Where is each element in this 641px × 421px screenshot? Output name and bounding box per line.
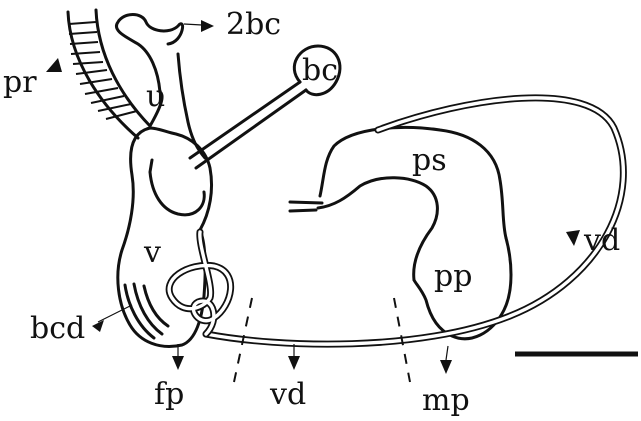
- label-v: v: [143, 235, 161, 270]
- prostate-ridge: [68, 10, 150, 138]
- label-mp: mp: [422, 383, 470, 418]
- penis-base-left: [290, 202, 322, 211]
- label-fp: fp: [154, 377, 184, 412]
- arrow-fp: [172, 344, 184, 370]
- label-bc: bc: [302, 53, 338, 88]
- label-vd-right: vd: [583, 223, 620, 258]
- arrow-vd-bottom: [288, 344, 300, 370]
- label-pr: pr: [3, 65, 37, 100]
- arrow-pr: [46, 58, 62, 72]
- label-vd-bottom: vd: [269, 377, 306, 412]
- arrow-2bc: [184, 20, 214, 32]
- arrow-mp: [440, 346, 452, 374]
- label-u: u: [146, 79, 165, 114]
- arrow-vd-right: [566, 230, 580, 246]
- label-2bc: 2bc: [226, 7, 281, 42]
- label-pp: pp: [434, 259, 472, 294]
- label-bcd: bcd: [30, 311, 85, 346]
- penial-sheath-inner: [318, 178, 437, 280]
- label-ps: ps: [412, 143, 447, 178]
